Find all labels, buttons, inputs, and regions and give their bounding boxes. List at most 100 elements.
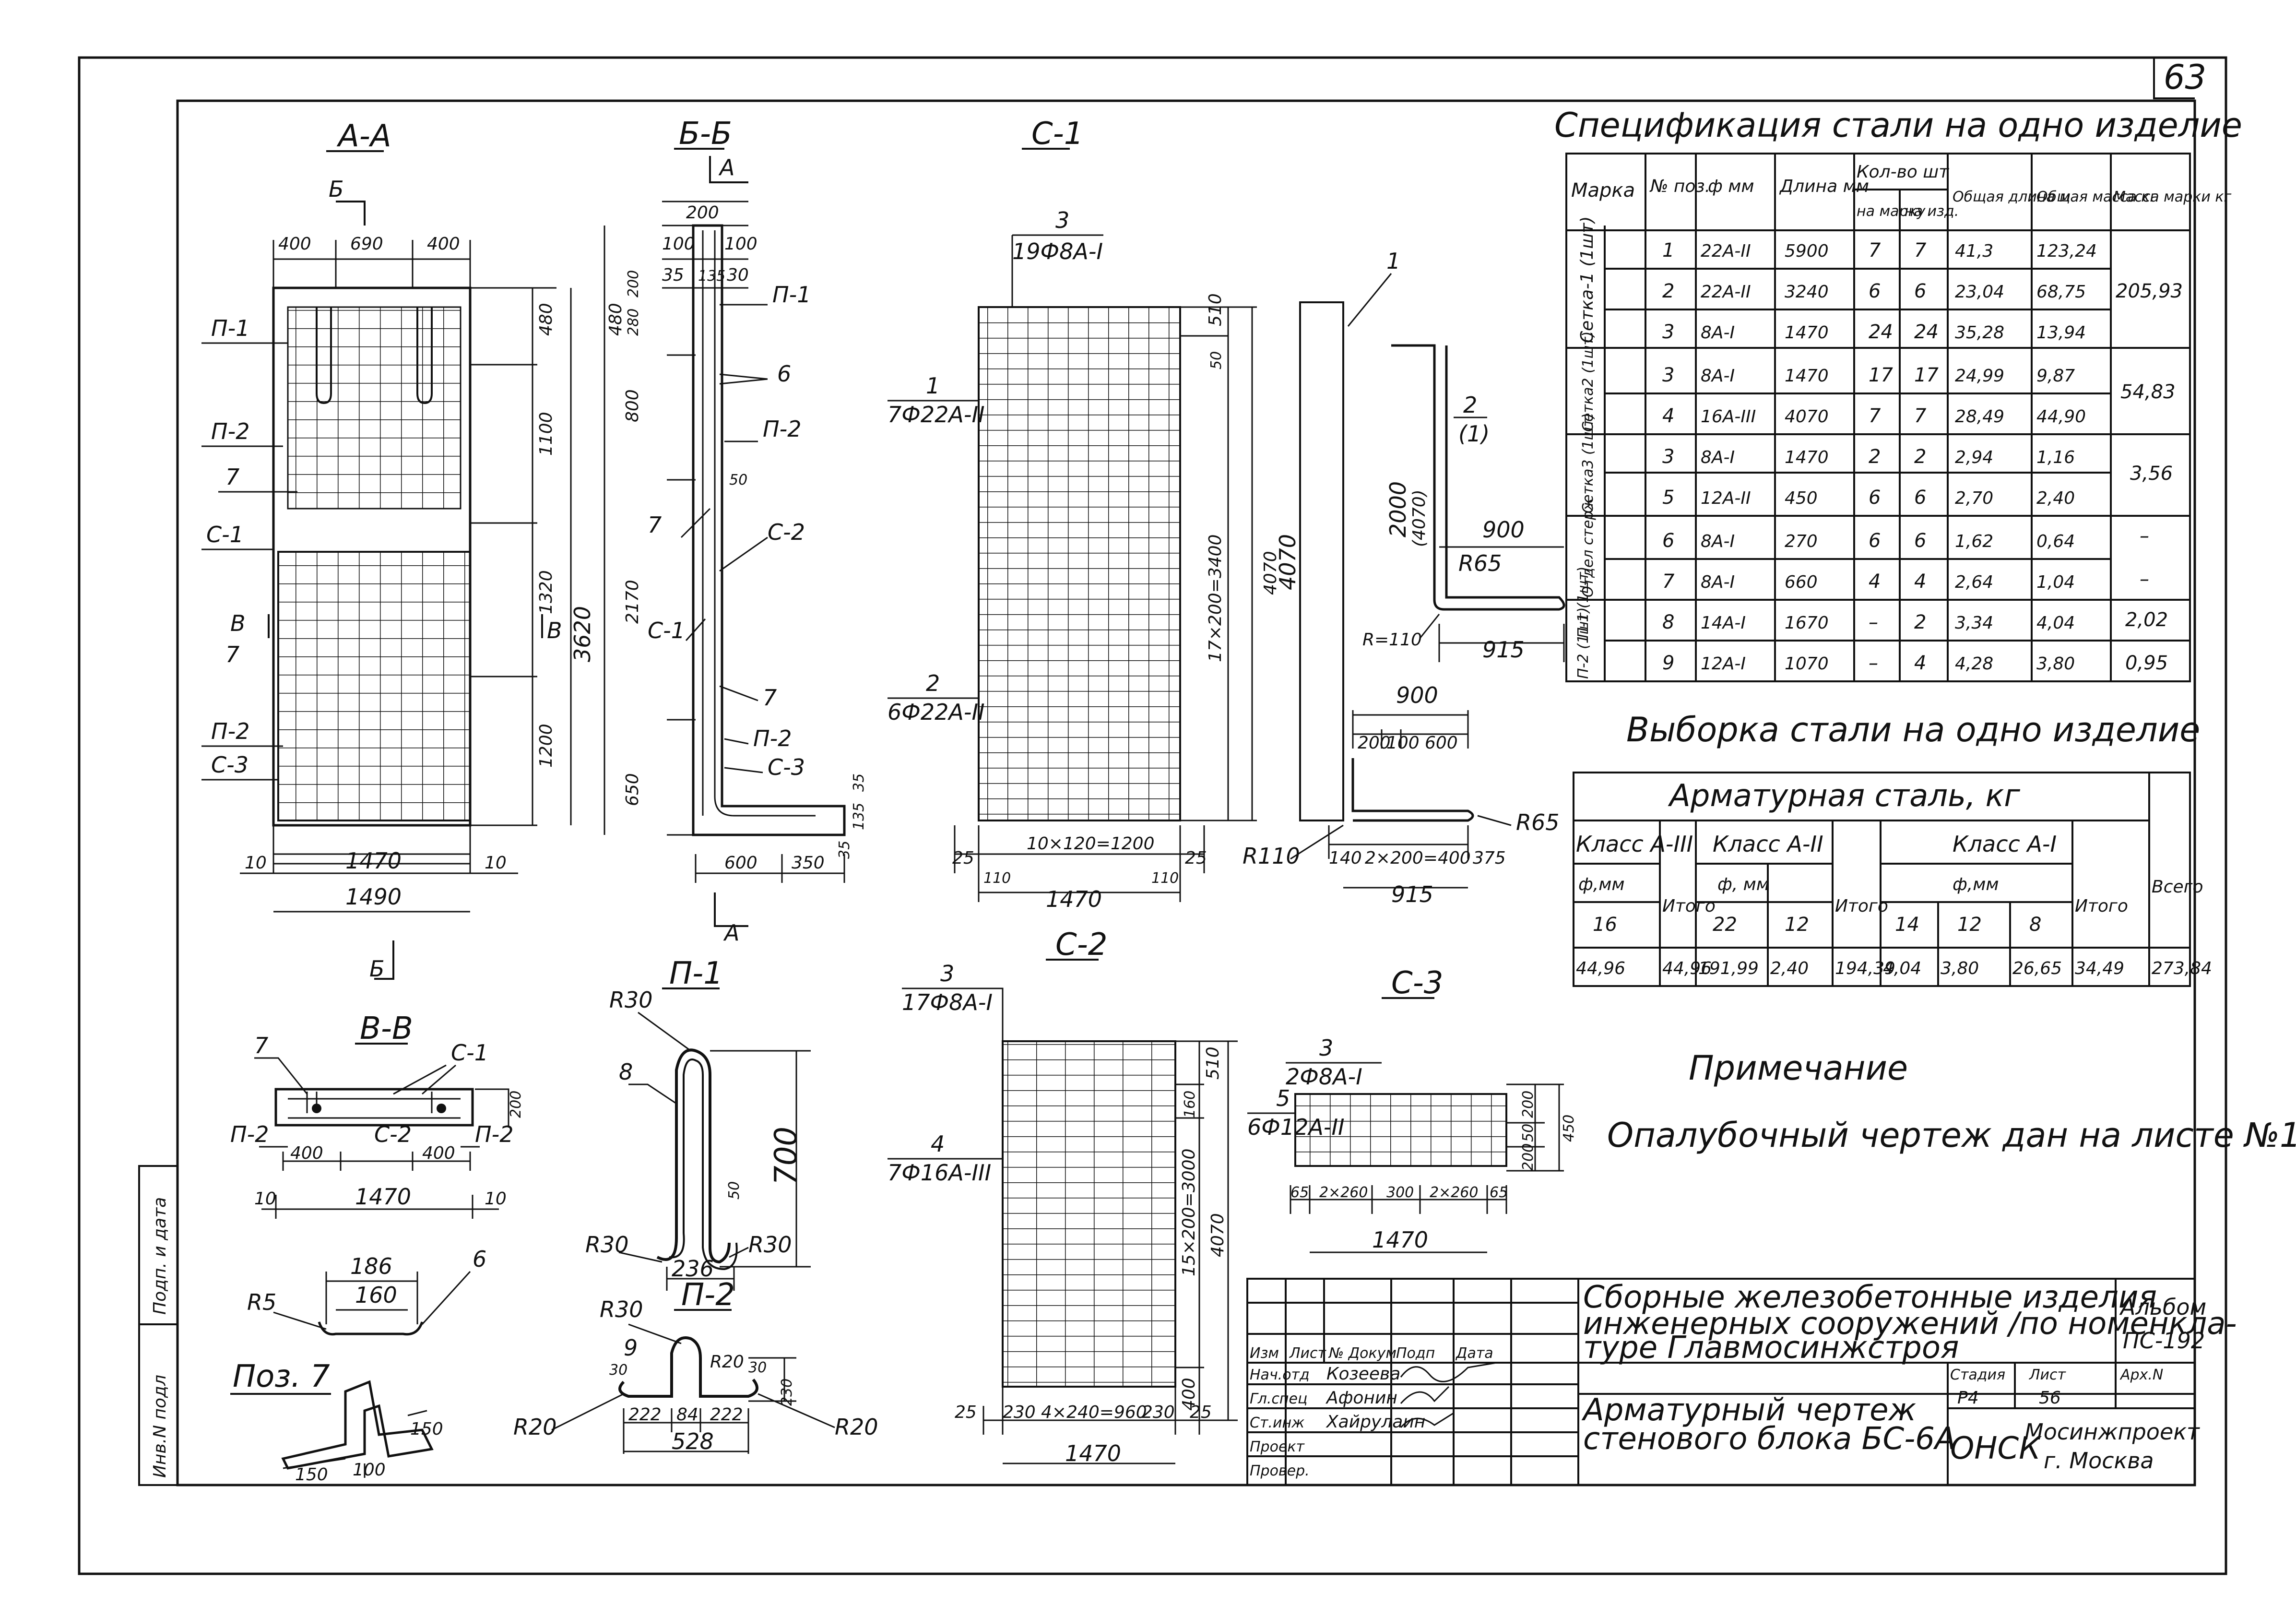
bb-label-7b: 7 [763,685,777,711]
spec-cell-r8-c1: 6 [1662,530,1674,552]
bb-label-c1: С-1 [648,618,685,643]
aa-cut-v-right: В [547,618,562,643]
c3-dim-300: 300 [1386,1184,1414,1201]
hook-dim-600: 600 [1425,733,1458,753]
spec-h-qty: Кол-во шт [1857,162,1949,182]
bar2-dim-915: 915 [1482,637,1525,663]
spec-cell-r9-c7: 1,04 [2036,572,2075,592]
p2-dim-528: 528 [672,1428,714,1454]
vv-dim-200: 200 [508,1091,524,1118]
stamp-role-4: Проект [1250,1439,1305,1455]
spec-cell-r11-c3: 1070 [1785,654,1829,674]
aa-label-c1: С-1 [206,522,244,547]
sample-phi-a1: ф,мм [1953,875,1999,894]
stamp-album: Альбом [2119,1294,2206,1320]
stamp-drawing-1: Арматурный чертеж [1581,1392,1916,1428]
spec-cell-r2-c3: 3240 [1785,282,1829,302]
spec-cell-r6-c6: 2,94 [1955,448,1993,467]
spec-cell-r1-c1: 1 [1662,239,1674,262]
aa-dim-bottom-3: 10 [485,853,507,873]
spec-cell-r5-c3: 4070 [1785,407,1829,427]
spec-cell-r6-c3: 1470 [1785,448,1829,467]
sample-diam-14: 14 [1895,914,1919,936]
spec-cell-r10-c3: 1670 [1785,613,1829,633]
aa-label-p2: П-2 [211,418,249,444]
view-p2-title: П-2 [681,1277,735,1313]
pos7-dim-100: 100 [353,1460,386,1480]
sample-diam-22: 22 [1713,914,1737,936]
spec-cell-r10-c6: 3,34 [1955,613,1993,633]
bar-hook-shape [1351,758,1474,822]
stamp-col-date: Дата [1455,1345,1493,1362]
stamp-album-no: ПС-192 [2123,1328,2205,1354]
spec-cell-r7-c3: 450 [1785,488,1818,508]
p2-shape [618,1336,758,1398]
signature-3 [1400,1412,1454,1428]
vv-label-7: 7 [254,1033,268,1058]
spec-group-4: Отдел стерж [1580,498,1597,598]
spec-cell-r1-c4: 7 [1869,239,1881,262]
sample-value-4: 2,40 [1770,959,1809,978]
sample-itogo-a1: Итого [2075,896,2128,916]
c1-height-total: 4070 [1261,551,1280,595]
spec-cell-r11-c2: 12А-I [1701,654,1746,674]
vv-label-p2b: П-2 [475,1121,513,1147]
spec-cell-r4-c3: 1470 [1785,366,1829,386]
sample-title: Выборка стали на одно изделие [1626,710,2200,749]
spec-group-6: П-2 (1шт) [1575,607,1592,679]
spec-mass-4: – [2140,525,2149,547]
p1-label-8: 8 [619,1059,633,1085]
spec-cell-r1-c7: 123,24 [2036,241,2097,261]
p2-r30: R30 [600,1296,643,1322]
bb-dim-bottom-350: 350 [792,853,825,873]
spec-cell-r1-c3: 5900 [1785,241,1829,261]
c3-dim-520b: 2×260 [1430,1184,1478,1201]
bar2-pos: 2 [1463,392,1477,418]
spec-mass-2: 54,83 [2120,381,2176,403]
spec-mass-3: 3,56 [2130,463,2173,485]
spec-cell-r3-c3: 1470 [1785,323,1829,343]
spec-cell-r6-c7: 1,16 [2036,448,2075,467]
bb-dim-left-480: 480 [606,303,626,336]
c1-bar1-pos: 1 [926,373,940,399]
bar2-length-alt: (4070) [1409,489,1429,547]
spec-cell-r6-c2: 8А-I [1701,448,1735,467]
view-bb: Б-Б А 200 100 100 35 135 30 480 280 200 … [604,116,867,946]
p2-dim-84: 84 [676,1405,698,1425]
aa-label-p2b: П-2 [211,718,249,744]
sample-value-9: 34,49 [2075,959,2124,978]
pos6-shape [318,1321,424,1336]
vv-slab [274,1088,474,1127]
bb-dim-left-2170: 2170 [623,580,642,624]
sample-phi-a2: ф, мм [1717,875,1769,894]
bb-dim-small-135: 135 [851,803,867,830]
pos-6-and-7: 186 160 R5 6 Поз. 7 150 100 150 [230,1246,486,1485]
c3-dim-50: 50 [1520,1124,1537,1142]
spec-cell-r8-c4: 6 [1869,530,1881,552]
spec-cell-r2-c5: 6 [1914,280,1926,302]
vv-label-c1: С-1 [451,1040,488,1066]
bb-label-p1: П-1 [772,282,811,308]
c2-mesh [1002,1040,1176,1388]
sample-diam-12b: 12 [1957,914,1982,936]
view-c2: С-2 3 17Ф8А-I 4 7Ф16А-III 510 160 15×200… [888,927,1238,1466]
stamp-drawing-2: стенового блока БС-6А [1583,1421,1956,1457]
spec-cell-r5-c4: 7 [1869,405,1881,427]
spec-cell-r4-c5: 17 [1914,364,1939,386]
vv-dim-1470: 1470 [355,1184,411,1210]
stamp-title-2: инженерных сооружений /по номенкла- [1583,1306,2237,1342]
bb-label-c3: С-3 [768,754,805,780]
spec-cell-r4-c1: 3 [1662,364,1674,386]
c2-width-total: 1470 [1065,1440,1121,1466]
spec-h-mark: Марка [1571,179,1635,202]
spec-cell-r11-c7: 3,80 [2036,654,2075,674]
view-c3-title: С-3 [1391,965,1444,1001]
spec-cell-r4-c6: 24,99 [1955,366,2004,386]
spec-cell-r1-c6: 41,3 [1955,241,1993,261]
sample-value-3: 191,99 [1698,959,1759,978]
bar-1-shape [1299,301,1344,821]
spec-cell-r2-c1: 2 [1662,280,1674,302]
stamp-name-1: Козеева [1326,1364,1400,1384]
view-bb-title: Б-Б [679,116,732,152]
